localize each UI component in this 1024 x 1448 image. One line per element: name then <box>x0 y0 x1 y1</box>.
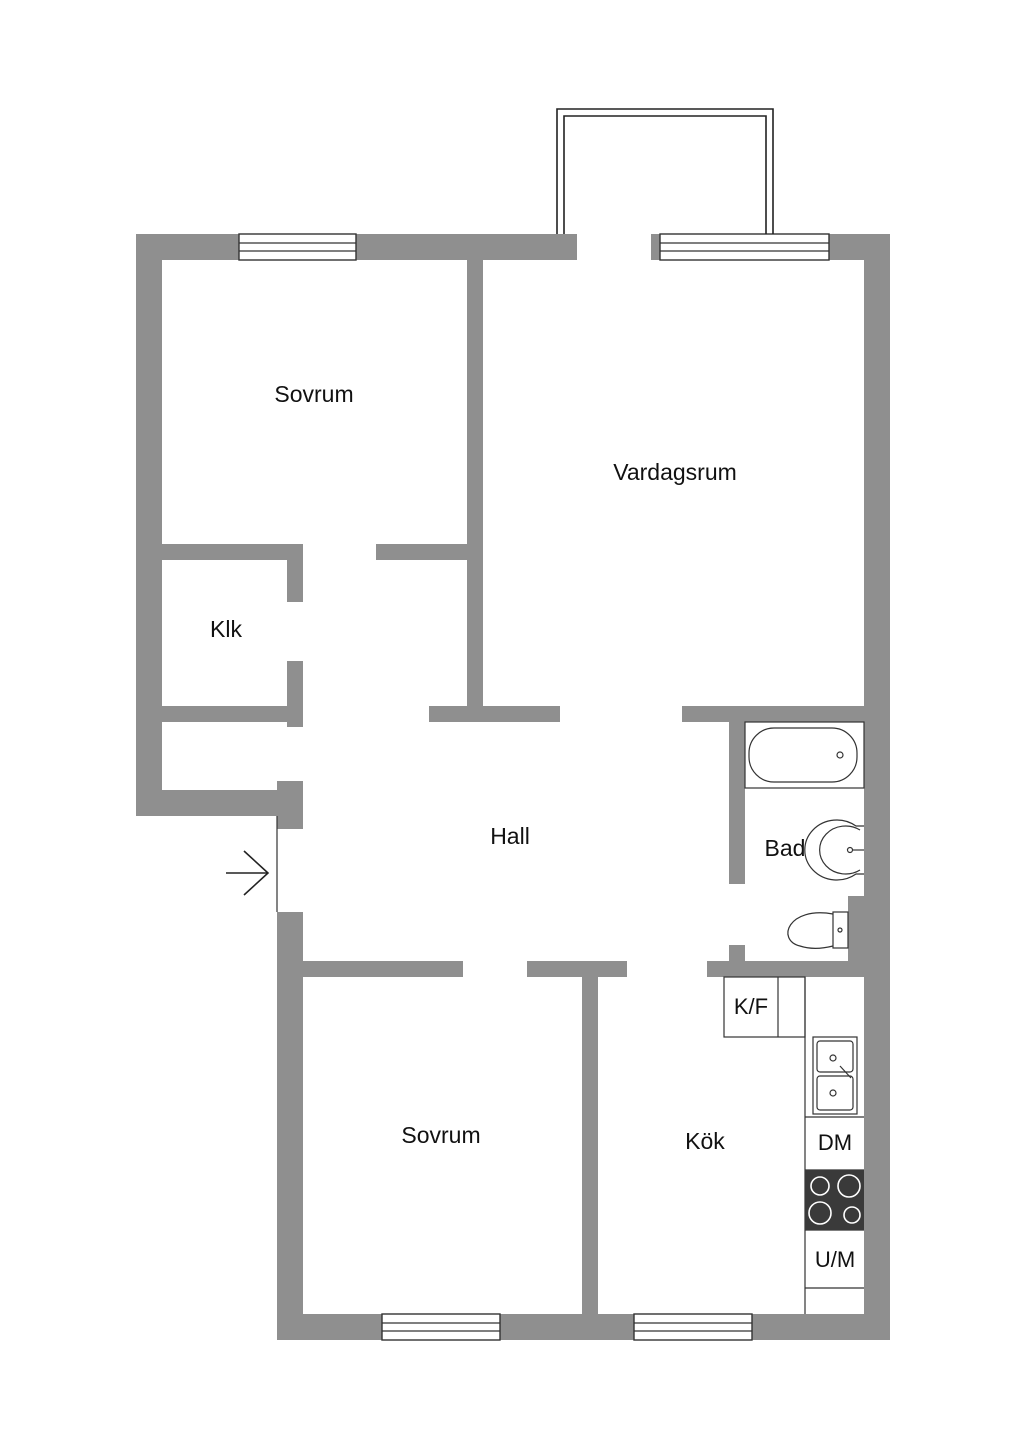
room-label-bathroom: Bad <box>765 835 806 861</box>
stove-icon <box>805 1170 864 1230</box>
fridge-freezer <box>723 976 806 1038</box>
room-label-living-room: Vardagsrum <box>613 459 737 485</box>
window-top-bedroom <box>238 233 357 261</box>
room-label-bedroom-bottom: Sovrum <box>401 1122 480 1148</box>
toilet-icon <box>787 911 849 949</box>
balcony <box>556 108 774 234</box>
kitchen-sink-icon <box>812 1036 858 1115</box>
window-kitchen <box>633 1313 753 1341</box>
washbasin-icon <box>804 819 864 881</box>
room-label-kitchen: Kök <box>685 1128 725 1154</box>
appliance-label-fridge-freezer: K/F <box>734 994 768 1019</box>
appliance-label-dishwasher: DM <box>818 1130 852 1155</box>
window-living-room <box>659 233 830 261</box>
room-label-hall: Hall <box>490 823 530 849</box>
interior-walls <box>162 260 864 1314</box>
room-label-bedroom-top: Sovrum <box>274 381 353 407</box>
entrance-arrow-icon <box>226 816 278 912</box>
room-label-closet: Klk <box>210 616 242 642</box>
bathtub-icon <box>744 721 865 789</box>
appliance-label-oven-microwave: U/M <box>815 1247 855 1272</box>
exterior-walls <box>136 234 890 1340</box>
window-bottom-bedroom <box>381 1313 501 1341</box>
